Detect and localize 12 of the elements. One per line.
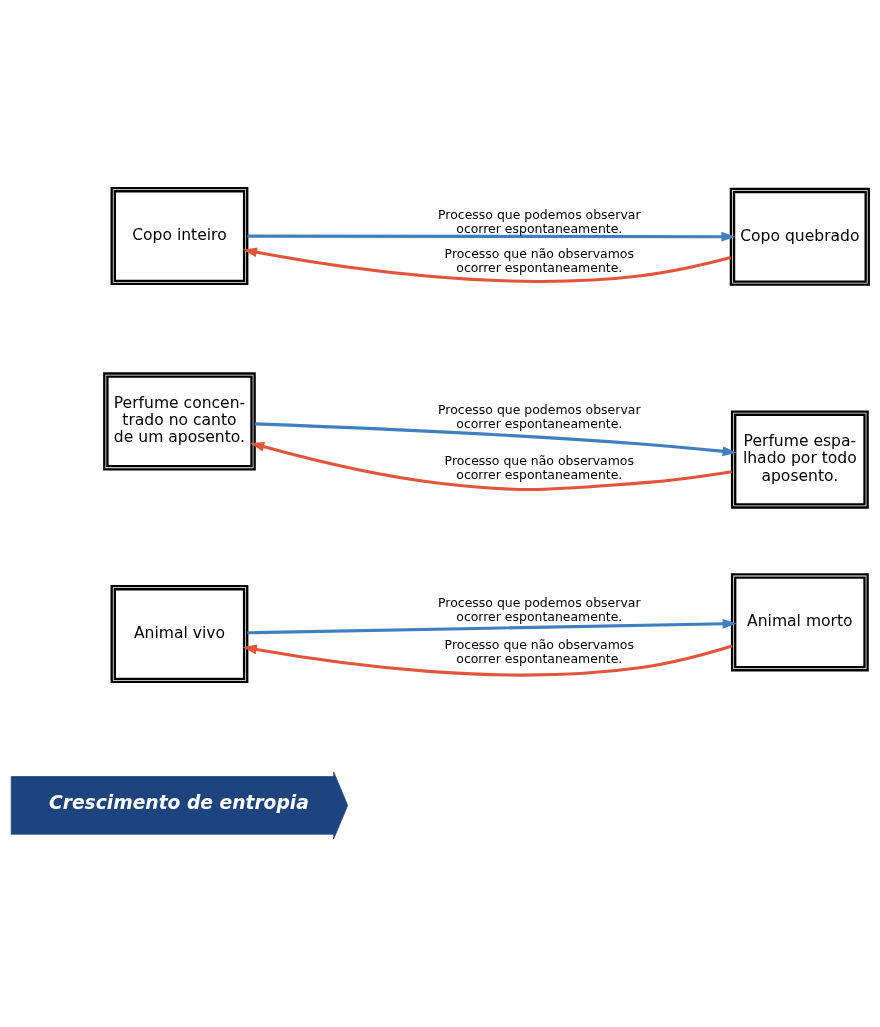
edge-label: Processo que podemos observar ocorrer espontaneamente. <box>438 402 641 432</box>
edge-label: Processo que podemos observar ocorrer espontaneamente. <box>438 595 641 625</box>
edge-label: Processo que não observamos ocorrer espontaneamente. <box>444 452 634 482</box>
edge-label: Processo que não observamos ocorrer espontaneamente. <box>444 245 634 275</box>
arrow <box>254 422 737 457</box>
edge-label: Processo que não observamos ocorrer espontaneamente. <box>444 637 634 667</box>
arrow <box>242 247 732 283</box>
arrow <box>247 231 736 242</box>
arrow <box>247 618 737 635</box>
arrow <box>242 644 733 677</box>
edge-label: Processo que podemos observar ocorrer espontaneamente. <box>438 206 641 236</box>
arrow <box>250 441 732 491</box>
